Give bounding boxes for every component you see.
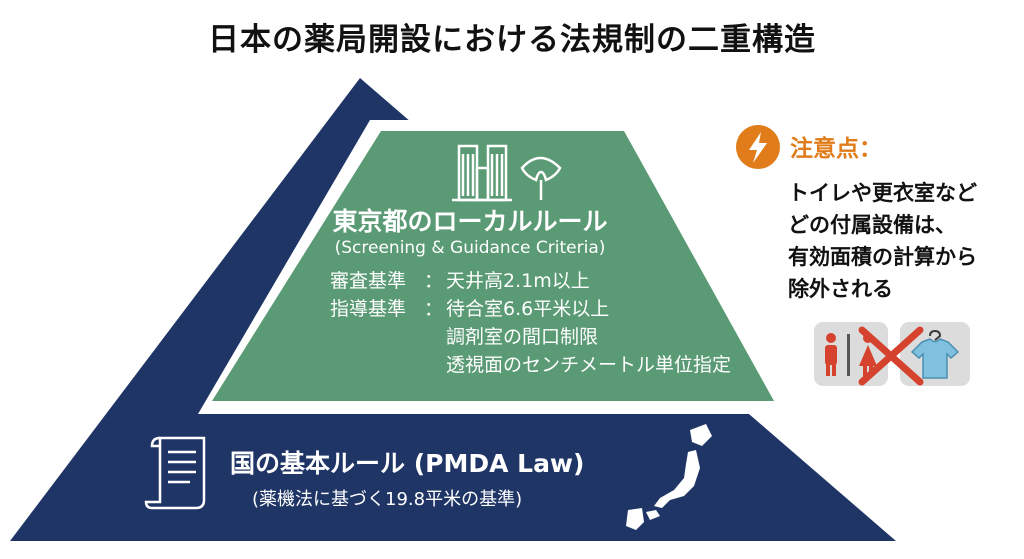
criteria-label: 審査基準 (330, 270, 407, 292)
national-rules-title: 国の基本ルール (PMDA Law) (230, 449, 585, 478)
criteria-row-guidance-2: 調剤室の間口制限 (0, 322, 1024, 348)
ginkgo-leaf-icon (520, 156, 562, 200)
japan-map-icon (626, 424, 712, 530)
criteria-row-screening: 審査基準 ： 天井高2.1m以上 (0, 266, 1024, 292)
page-title: 日本の薬局開設における法規制の二重構造 (208, 22, 816, 58)
criteria-value: 天井高2.1m以上 (446, 270, 590, 292)
local-layer-shape (212, 131, 774, 401)
local-rules-title: 東京都のローカルルール (332, 207, 608, 236)
criteria-row-guidance: 指導基準 ： 待合室6.6平米以上 (0, 294, 1024, 320)
criteria-colon: ： (424, 270, 444, 292)
note-line: 有効面積の計算から (788, 245, 977, 269)
restroom-icon (814, 322, 888, 386)
criteria-colon: ： (424, 298, 444, 320)
scroll-document-icon (144, 436, 206, 510)
criteria-value: 待合室6.6平米以上 (446, 298, 610, 320)
national-rules-subtitle: (薬機法に基づく19.8平米の基準) (252, 489, 523, 510)
note-line: 除外される (788, 277, 893, 301)
criteria-row-guidance-3: 透視面のセンチメートル単位指定 (0, 350, 1024, 376)
criteria-value: 透視面のセンチメートル単位指定 (446, 354, 732, 376)
tokyo-government-building-icon (452, 144, 512, 202)
note-line: どの付属設備は、 (788, 213, 956, 237)
note-heading: 注意点： (790, 136, 882, 162)
criteria-label: 指導基準 (330, 298, 407, 320)
note-line: トイレや更衣室など (788, 181, 977, 205)
lightning-bolt-icon (736, 125, 780, 169)
criteria-value: 調剤室の間口制限 (446, 326, 599, 348)
local-rules-subtitle: (Screening & Guidance Criteria) (334, 238, 606, 258)
tshirt-hanger-icon (900, 322, 970, 386)
